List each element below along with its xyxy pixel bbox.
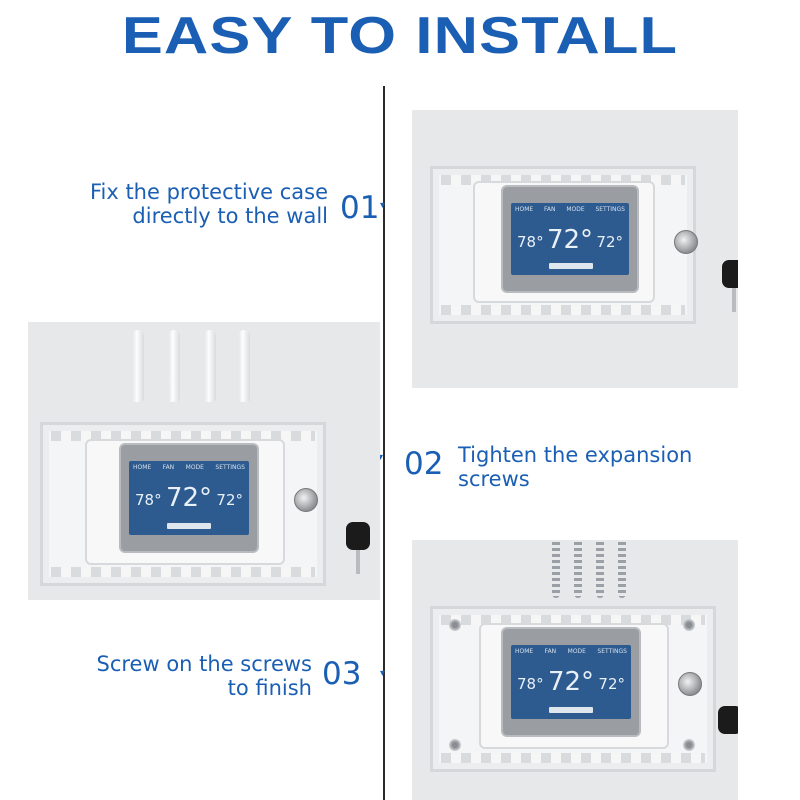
thermostat: HOME FAN MODE SETTINGS 78° 72° 72°	[503, 187, 637, 291]
step-3-text: Screw on the screws to finish	[80, 652, 313, 700]
bolt-icon	[449, 619, 461, 631]
protective-case: HOME FAN MODE SETTINGS 78° 72° 72°	[40, 422, 326, 586]
bolt-icon	[683, 739, 695, 751]
screw-icon	[596, 540, 604, 598]
page-title: EASY TO INSTALL	[121, 7, 679, 65]
thermostat: HOME FAN MODE SETTINGS 78° 72° 72°	[121, 445, 257, 551]
bolt-icon	[683, 619, 695, 631]
protective-case: HOME FAN MODE SETTINGS 78° 72° 72°	[430, 166, 696, 324]
step-1-text: Fix the protective case directly to the …	[88, 180, 328, 228]
step-3-marker: ▾	[380, 668, 386, 679]
timeline-divider	[383, 86, 385, 800]
lock-icon	[674, 230, 698, 254]
thermostat-screen: HOME FAN MODE SETTINGS 78° 72° 72°	[511, 645, 631, 719]
key-icon	[346, 522, 370, 550]
screw-icon	[618, 540, 626, 598]
wall-plug-icon	[132, 330, 144, 402]
lock-icon	[294, 488, 318, 512]
wall-plug-icon	[168, 330, 180, 402]
step-1-line2: directly to the wall	[132, 204, 328, 228]
protective-case: HOME FAN MODE SETTINGS 78° 72° 72°	[430, 606, 716, 772]
step-1-marker: ▾	[380, 200, 386, 211]
step-3-number: 03	[322, 656, 362, 692]
step-1-line1: Fix the protective case	[89, 180, 328, 204]
key-icon	[718, 706, 738, 734]
screw-icon	[574, 540, 582, 598]
step-2-text: Tighten the expansion screws	[458, 443, 758, 491]
thermostat: HOME FAN MODE SETTINGS 78° 72° 72°	[503, 629, 639, 735]
screw-icon	[552, 540, 560, 598]
wall-plug-icon	[238, 330, 250, 402]
step-2-photo: HOME FAN MODE SETTINGS 78° 72° 72°	[28, 322, 380, 600]
bolt-icon	[449, 739, 461, 751]
step-1-number: 01	[340, 190, 380, 226]
step-2-marker: ▾	[378, 452, 384, 463]
key-icon	[722, 260, 738, 288]
lock-icon	[678, 672, 702, 696]
step-2-line2: screws	[458, 467, 530, 491]
step-2-line1: Tighten the expansion	[458, 443, 693, 467]
wall-plug-icon	[204, 330, 216, 402]
thermostat-screen: HOME FAN MODE SETTINGS 78° 72° 72°	[129, 461, 249, 535]
thermostat-screen: HOME FAN MODE SETTINGS 78° 72° 72°	[511, 203, 629, 275]
step-3-line1: Screw on the screws	[96, 652, 313, 676]
step-3-line2: to finish	[227, 676, 312, 700]
step-2-number: 02	[404, 446, 444, 482]
step-1-photo: HOME FAN MODE SETTINGS 78° 72° 72°	[412, 110, 738, 388]
step-3-photo: HOME FAN MODE SETTINGS 78° 72° 72°	[412, 540, 738, 800]
